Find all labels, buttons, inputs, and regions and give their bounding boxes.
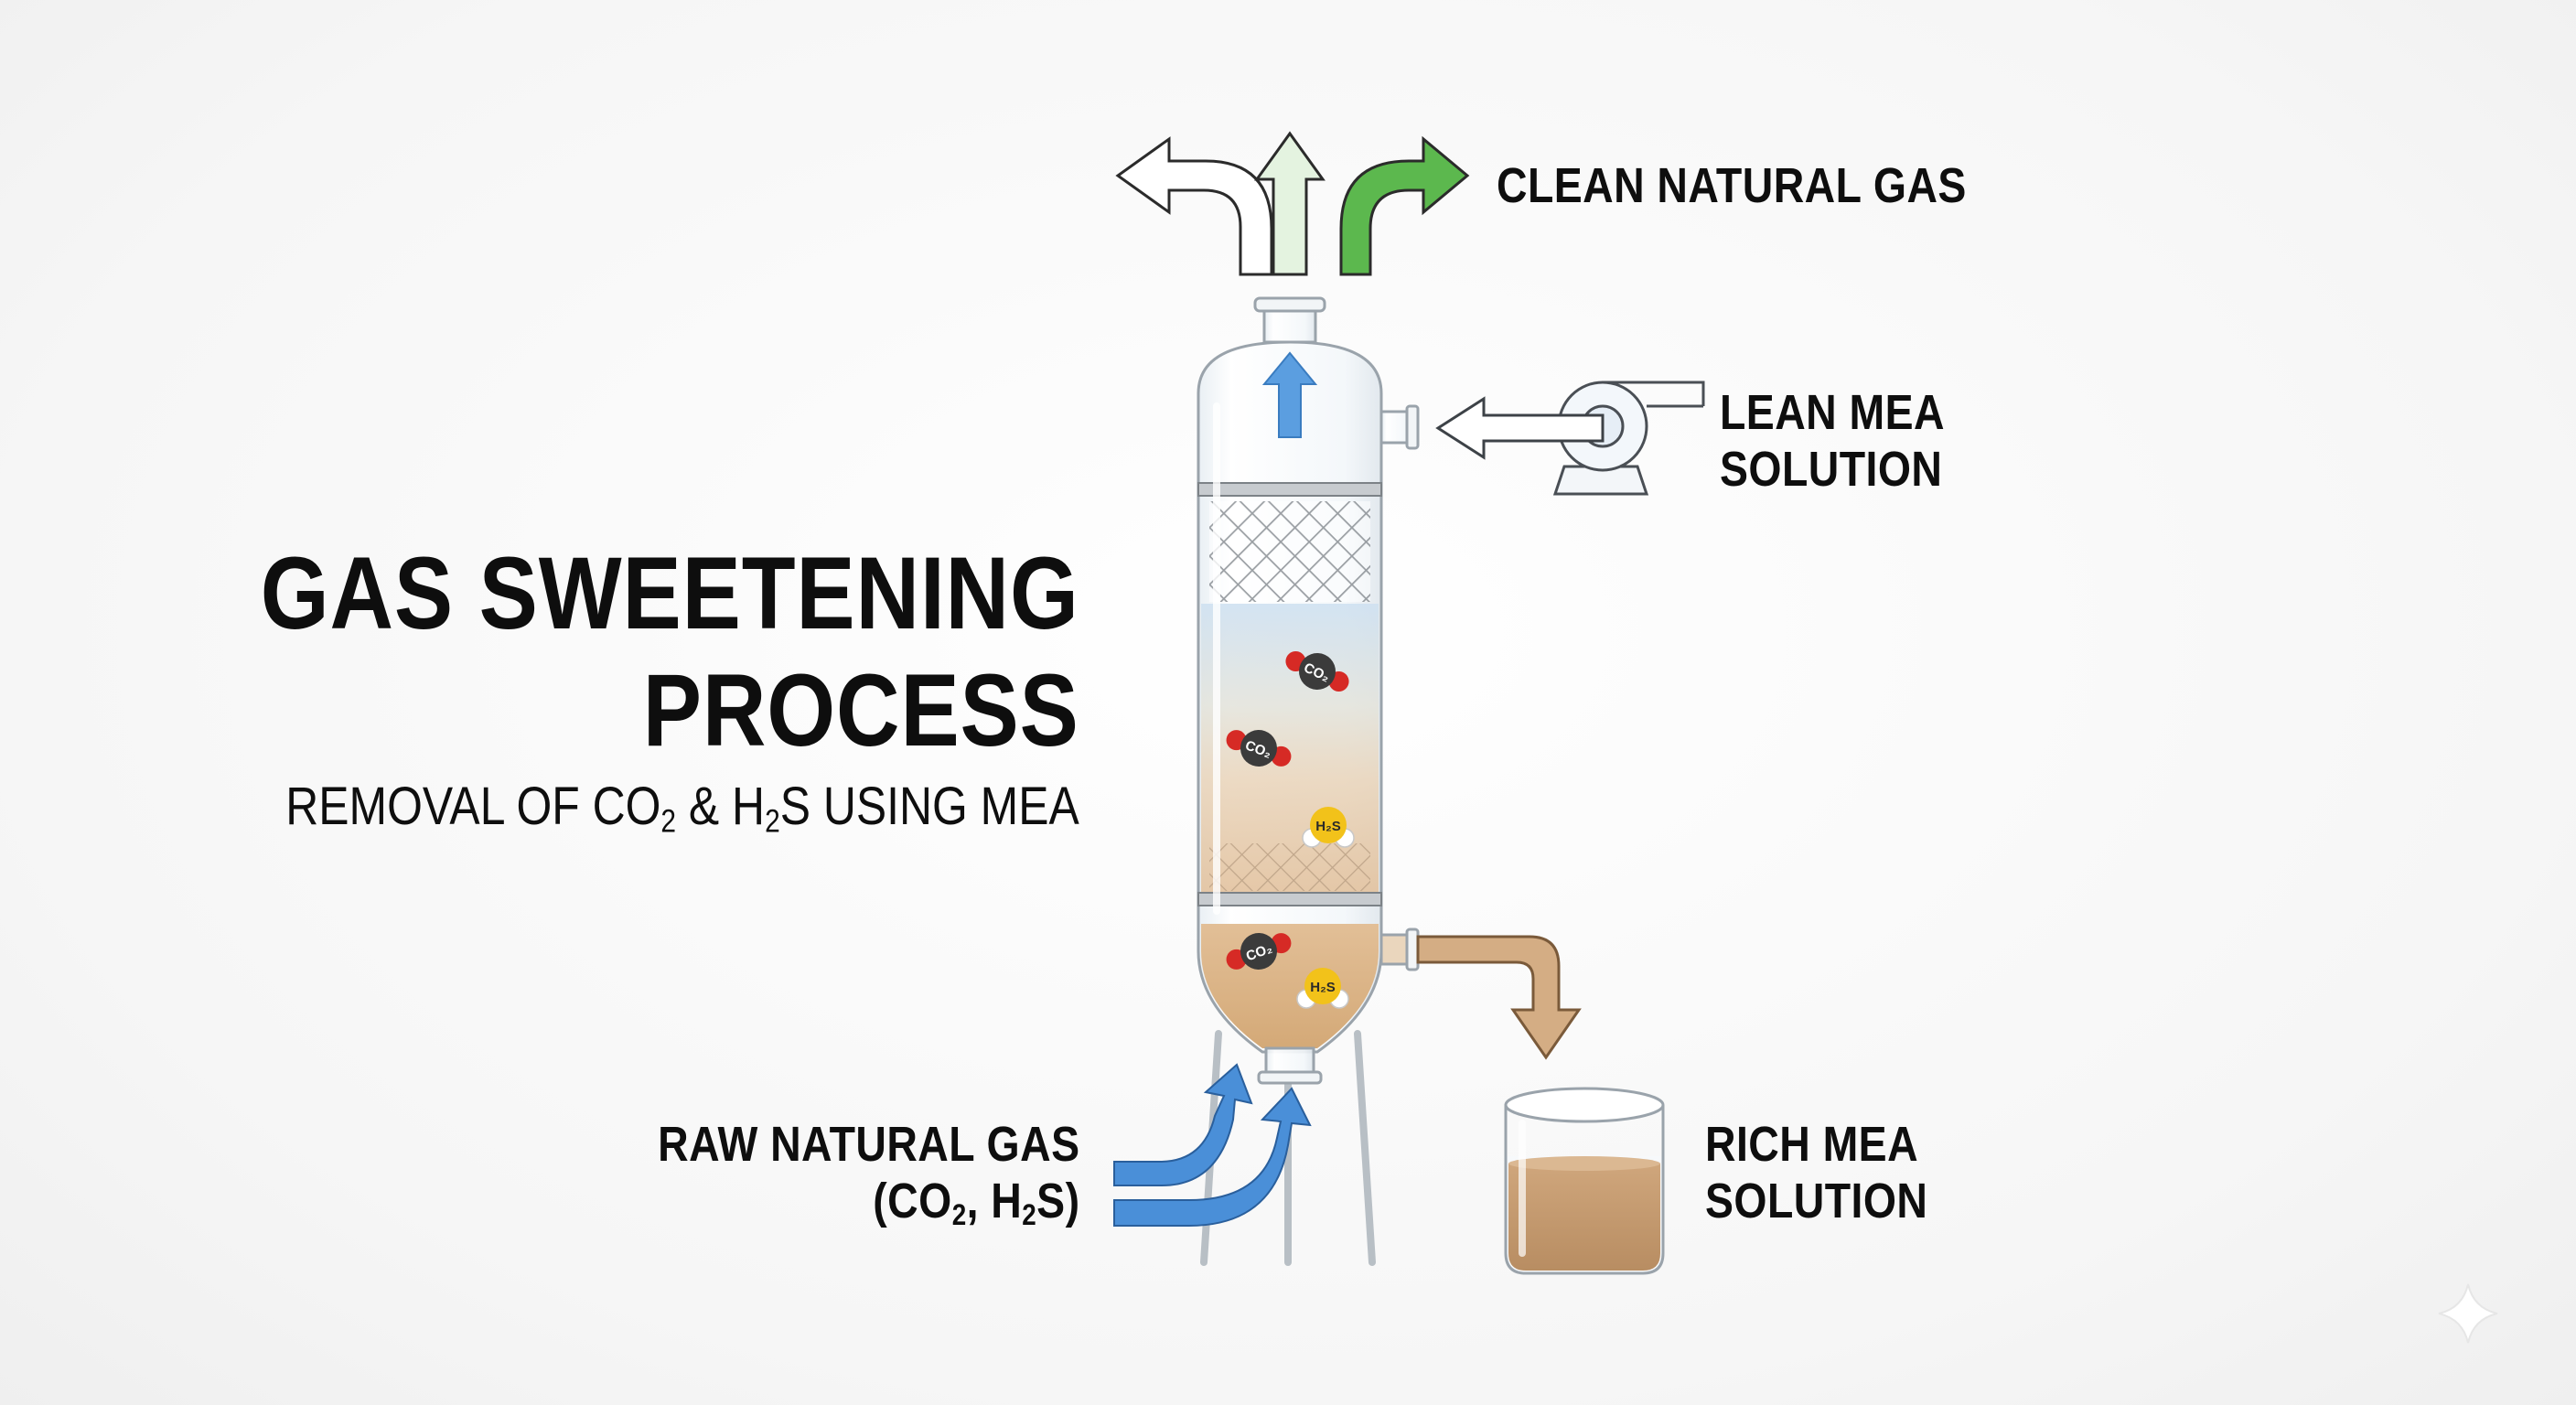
h2s-molecule-2: H₂S [1296, 968, 1349, 1009]
title-line-2: PROCESS [642, 653, 1079, 767]
lean-mea-inlet-arrow [1435, 396, 1605, 460]
page-title: GAS SWEETENING PROCESS [261, 535, 1079, 769]
clean-gas-label: CLEAN NATURAL GAS [1497, 158, 1967, 213]
lean-mea-label: LEAN MEA SOLUTION [1720, 385, 1945, 497]
page-subtitle: REMOVAL OF CO2 & H2S USING MEA [285, 777, 1079, 840]
raw-gas-label: RAW NATURAL GAS (CO2, H2S) [657, 1117, 1079, 1232]
svg-text:H₂S: H₂S [1310, 980, 1336, 995]
clean-gas-arrow [1339, 135, 1470, 276]
svg-text:H₂S: H₂S [1315, 819, 1341, 834]
sparkle-icon [2438, 1283, 2498, 1344]
rich-mea-label: RICH MEA SOLUTION [1705, 1117, 1928, 1228]
co2-molecule-2: CO₂ [1226, 730, 1292, 767]
rich-mea-beaker [1504, 1087, 1665, 1275]
absorber-column [1197, 296, 1420, 1085]
h2s-molecule-1: H₂S [1302, 807, 1355, 848]
raw-gas-inlet-arrows [1113, 1063, 1312, 1227]
co2-molecule-1: CO₂ [1285, 651, 1349, 692]
title-line-1: GAS SWEETENING [260, 536, 1079, 650]
co2-molecule-3: CO₂ [1226, 933, 1292, 970]
gas-flow-up-arrow [1261, 351, 1318, 438]
vent-arrow-up [1254, 131, 1326, 276]
rich-mea-outlet-pipe [1416, 935, 1582, 1060]
vent-arrow-left [1115, 136, 1273, 276]
